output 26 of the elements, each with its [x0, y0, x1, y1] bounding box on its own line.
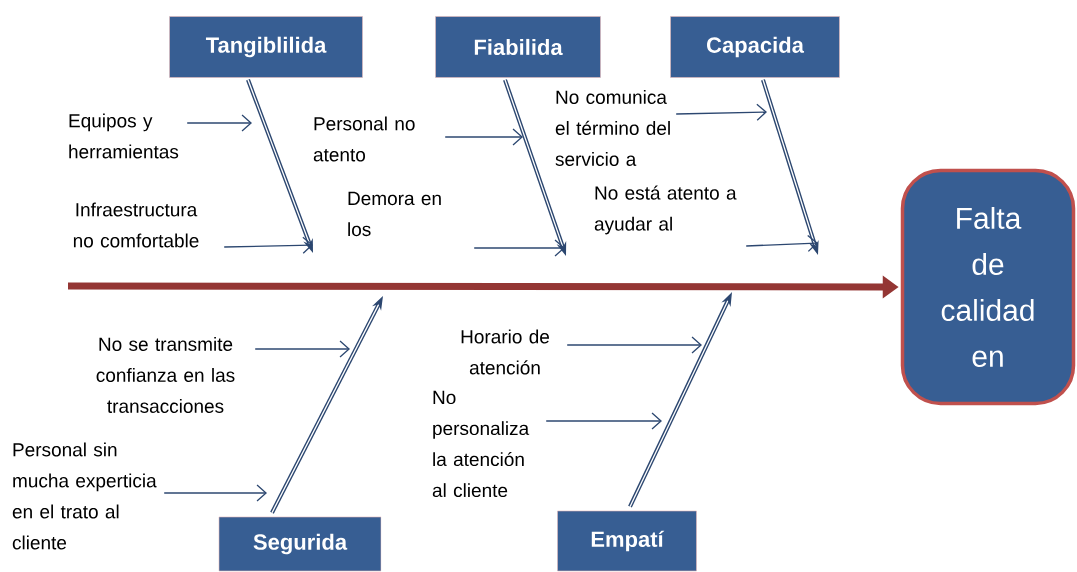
arrow: [545, 412, 662, 430]
cause-label: No comunica el término del servicio a: [555, 90, 670, 166]
arrow: [745, 234, 818, 253]
cause-label: Equipos y herramientas: [69, 113, 179, 159]
cause-label: Personal sin mucha experticia en el trato al cliente: [12, 442, 157, 550]
arrow: [186, 114, 252, 132]
cause-label: No está atento a ayudar al: [594, 185, 737, 235]
effect-box: Falta de calidad en: [900, 168, 1076, 406]
category-box: Empatí: [557, 510, 697, 572]
category-box: Tangiblilida: [169, 16, 363, 78]
arrow: [163, 484, 267, 502]
category-box: Segurida: [218, 516, 382, 572]
cause-label: Infraestructura no comfortable: [73, 202, 199, 248]
category-box: Fiabilida: [435, 16, 601, 78]
category-box: Capacida: [670, 16, 840, 78]
cause-label: Personal no atento: [313, 116, 415, 162]
arrow: [473, 239, 565, 257]
arrow: [254, 340, 350, 358]
arrow: [444, 128, 523, 146]
cause-label: Demora en los: [348, 191, 441, 237]
cause-label: No se transmite confianza en las transacciones: [96, 337, 235, 413]
cause-label: No personaliza la atención al cliente: [432, 390, 530, 498]
arrow: [566, 336, 702, 354]
arrow: [675, 103, 767, 121]
arrow: [223, 236, 313, 254]
cause-label: Horario de atención: [461, 329, 549, 375]
